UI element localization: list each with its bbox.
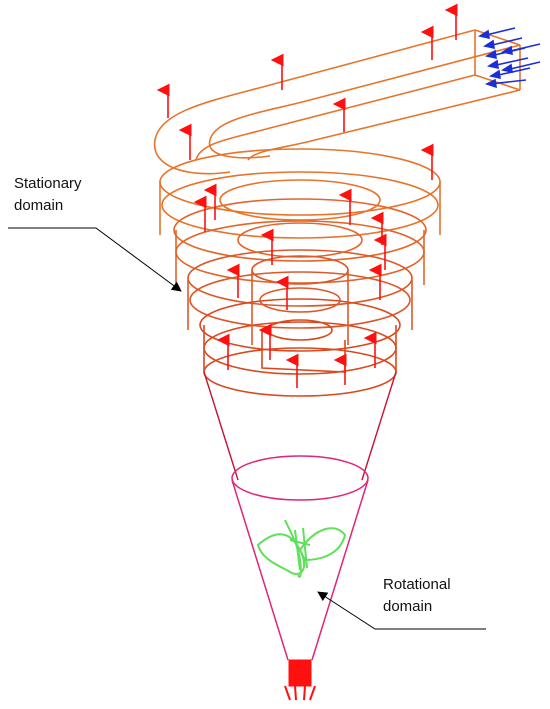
outlet-nozzle xyxy=(284,659,316,701)
blue-arrow-icon xyxy=(500,43,541,56)
rotational-label-line2: domain xyxy=(383,598,433,615)
rotational-label-line1: Rotational xyxy=(383,576,451,593)
rotational-leader xyxy=(317,591,486,630)
cyclone-cone xyxy=(203,371,397,481)
blue-arrow-icon xyxy=(477,27,516,40)
stationary-spiral xyxy=(159,148,441,397)
blue-arrow-icon xyxy=(482,37,523,50)
inlet-arrows xyxy=(477,27,541,89)
outlet-arrows xyxy=(156,3,458,388)
blue-arrow-icon xyxy=(500,61,541,74)
stationary-leader xyxy=(8,227,182,292)
inlet-duct xyxy=(153,29,521,175)
rotor-blades xyxy=(256,519,347,578)
rotational-domain xyxy=(231,455,369,661)
blue-arrow-icon xyxy=(486,57,529,70)
leader-lines xyxy=(8,227,486,630)
stationary-label-line2: domain xyxy=(14,197,64,214)
blue-arrow-icon xyxy=(484,78,527,89)
rotational-domain-label: Rotational domain xyxy=(383,574,451,618)
stationary-label-line1: Stationary xyxy=(14,175,82,192)
stationary-domain-label: Stationary domain xyxy=(14,173,82,217)
